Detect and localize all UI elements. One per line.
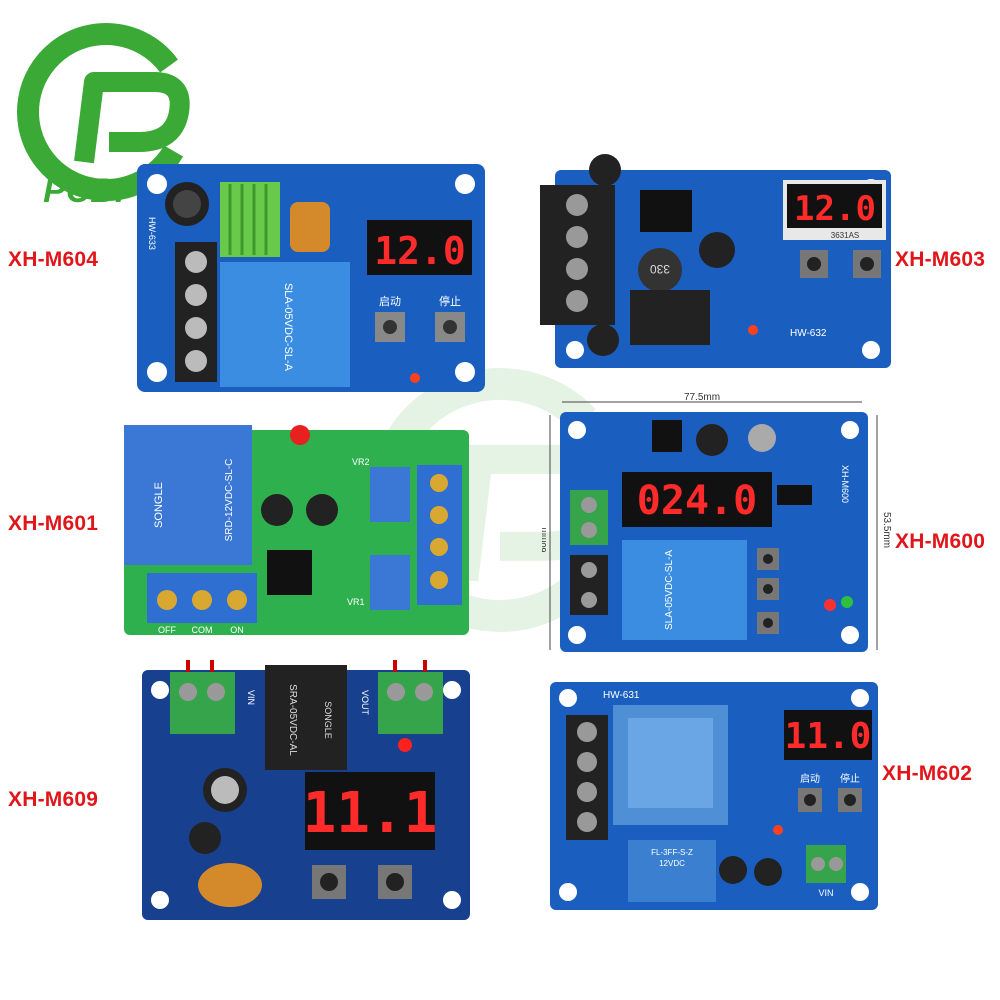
start-label: 启动 <box>800 772 820 785</box>
vin-label: VIN <box>246 690 256 705</box>
term-on: ON <box>230 625 244 635</box>
led-display: 024.0 <box>637 478 757 524</box>
silk-model: HW-632 <box>790 328 827 339</box>
board-xh-m601: SONGLE SRD-12VDC-SL-C OFF COM ON VR2 VR1 <box>122 425 474 640</box>
stop-label: 停止 <box>439 294 461 308</box>
display-code: 3631AS <box>831 231 859 240</box>
relay-label: SLA-05VDC-SL-A <box>282 283 294 372</box>
inductor-label: 330 <box>650 262 670 276</box>
start-label: 启动 <box>379 295 401 308</box>
model-label-xh-m603: XH-M603 <box>895 248 986 271</box>
dim-width: 77.5mm <box>684 392 720 403</box>
relay-brand: SONGLE <box>323 701 333 739</box>
model-label-xh-m601: XH-M601 <box>8 512 99 535</box>
led-display: 11.1 <box>303 781 438 846</box>
board-xh-m609: VIN VOUT SRA-05VDC-AL SONGLE 11.1 <box>140 660 472 922</box>
relay-label: FL-3FF-S-Z <box>651 848 693 857</box>
term-com: COM <box>192 625 213 635</box>
led-display: 12.0 <box>374 229 466 273</box>
led-display: 12.0 <box>794 189 876 229</box>
relay-label: SRD-12VDC-SL-C <box>224 459 235 542</box>
model-label-xh-m600: XH-M600 <box>895 530 986 553</box>
chip-vr1: VR1 <box>347 597 365 607</box>
vout-label: VOUT <box>360 690 370 716</box>
vin-label: VIN <box>818 888 833 898</box>
chip-vr2: VR2 <box>352 457 370 467</box>
relay-label: SLA-05VDC-SL-A <box>664 550 675 630</box>
board-xh-m603: 330 12.0 3631AS HW-632 <box>535 150 895 372</box>
model-label-xh-m602: XH-M602 <box>882 762 973 785</box>
model-label-xh-m604: XH-M604 <box>8 248 99 271</box>
silk-model: HW-633 <box>147 217 157 250</box>
board-xh-m600: 77.5mm 60mm 53.5mm 024.0 SLA-05VDC-SL-A … <box>542 390 892 660</box>
silk-model: XH-M600 <box>840 465 850 503</box>
term-off: OFF <box>158 625 176 635</box>
relay-volt: 12VDC <box>659 859 685 868</box>
board-xh-m602: HW-631 FL-3FF-S-Z 12VDC 11.0 启动 停止 VIN <box>548 680 880 912</box>
stop-label: 停止 <box>840 772 860 785</box>
board-xh-m604: SLA-05VDC-SL-A 12.0 启动 停止 HW-633 <box>135 162 487 394</box>
dim-height-left: 60mm <box>542 527 548 552</box>
dim-height-right: 53.5mm <box>881 512 892 548</box>
relay-label: SRA-05VDC-AL <box>287 684 298 756</box>
led-display: 11.0 <box>785 716 872 757</box>
relay-brand: SONGLE <box>153 482 165 528</box>
model-label-xh-m609: XH-M609 <box>8 788 99 811</box>
silk-model: HW-631 <box>603 690 640 701</box>
